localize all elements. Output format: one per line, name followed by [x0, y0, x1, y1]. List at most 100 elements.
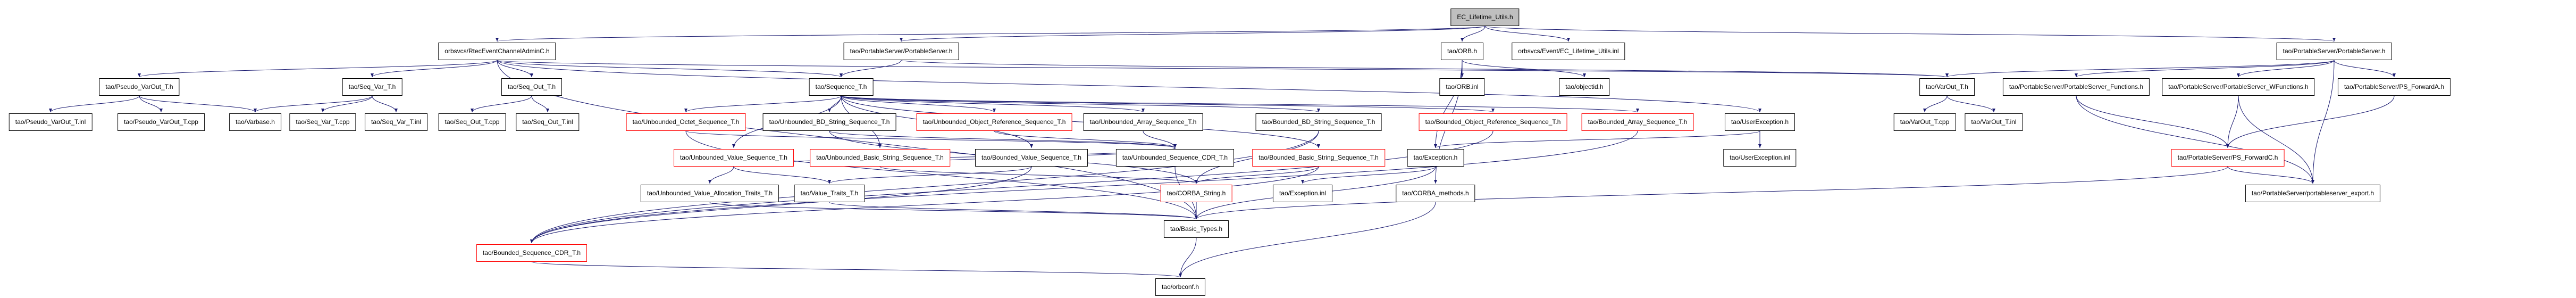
graph-node-tao-unbounded-octet-sequence-t-h[interactable]: tao/Unbounded_Octet_Sequence_T.h	[626, 113, 746, 131]
graph-node-tao-unbounded-value-allocation-traits-t-h[interactable]: tao/Unbounded_Value_Allocation_Traits_T.…	[640, 185, 779, 202]
graph-node-tao-orb-h[interactable]: tao/ORB.h	[1440, 43, 1484, 60]
include-edge	[2334, 60, 2396, 78]
include-edge	[531, 95, 549, 113]
include-edge	[2227, 166, 2314, 184]
graph-node-tao-bounded-value-sequence-t-h[interactable]: tao/Bounded_Value_Sequence_T.h	[975, 149, 1088, 167]
graph-node-tao-varout-t-inl[interactable]: tao/VarOut_T.inl	[1965, 113, 2023, 131]
graph-node-tao-portableserver-portableserver-h[interactable]: tao/PortableServer/PortableServer.h	[843, 43, 959, 60]
graph-node-tao-portableserver-ps-forwardc-h[interactable]: tao/PortableServer/PS_ForwardC.h	[2171, 149, 2285, 167]
include-edge	[684, 95, 842, 113]
graph-node-tao-varout-t-h[interactable]: tao/VarOut_T.h	[1919, 78, 1975, 96]
include-edge	[841, 95, 996, 113]
graph-node-tao-objectid-h[interactable]: tao/objectid.h	[1559, 78, 1610, 96]
include-edge	[1923, 95, 1948, 113]
include-edge	[530, 166, 1032, 244]
include-edge	[828, 166, 1032, 184]
include-edge	[900, 26, 1486, 42]
include-edge	[2226, 95, 2239, 148]
include-edge	[371, 60, 498, 78]
include-edge	[2076, 95, 2314, 184]
include-edge	[708, 166, 734, 184]
include-edge	[841, 95, 1320, 113]
graph-node-tao-portableserver-portableserver-h[interactable]: tao/PortableServer/PortableServer.h	[2276, 43, 2392, 60]
include-edge	[49, 95, 140, 113]
graph-node-tao-unbounded-value-sequence-t-h[interactable]: tao/Unbounded_Value_Sequence_T.h	[674, 149, 794, 167]
graph-node-tao-orbconf-h[interactable]: tao/orbconf.h	[1155, 278, 1206, 296]
graph-node-tao-seq-out-t-inl[interactable]: tao/Seq_Out_T.inl	[516, 113, 580, 131]
graph-node-tao-varout-t-cpp[interactable]: tao/VarOut_T.cpp	[1893, 113, 1956, 131]
graph-node-tao-pseudo-varout-t-h[interactable]: tao/Pseudo_VarOut_T.h	[99, 78, 180, 96]
graph-node-tao-exception-h[interactable]: tao/Exception.h	[1407, 149, 1464, 167]
graph-node-tao-bounded-object-reference-sequence-t-h[interactable]: tao/Bounded_Object_Reference_Sequence_T.…	[1419, 113, 1567, 131]
include-edge	[497, 60, 1761, 113]
include-edge	[841, 95, 1639, 113]
graph-node-orbsvcs-event-ec-lifetime-utils-inl[interactable]: orbsvcs/Event/EC_Lifetime_Utils.inl	[1512, 43, 1625, 60]
graph-node-tao-orb-inl[interactable]: tao/ORB.inl	[1439, 78, 1485, 96]
include-edge	[497, 60, 843, 78]
graph-node-tao-sequence-t-h[interactable]: tao/Sequence_T.h	[809, 78, 874, 96]
include-edge	[497, 60, 1948, 78]
graph-node-tao-bounded-sequence-cdr-t-h[interactable]: tao/Bounded_Sequence_CDR_T.h	[476, 244, 588, 262]
graph-node-tao-value-traits-t-h[interactable]: tao/Value_Traits_T.h	[794, 185, 865, 202]
include-edge	[138, 60, 498, 78]
include-edge	[841, 95, 1145, 113]
graph-node-tao-portableserver-ps-forwarda-h[interactable]: tao/PortableServer/PS_ForwardA.h	[2337, 78, 2451, 96]
include-edge	[841, 95, 1320, 148]
graph-node-tao-pseudo-varout-t-inl[interactable]: tao/Pseudo_VarOut_T.inl	[9, 113, 93, 131]
include-edge	[685, 130, 1177, 148]
graph-node-tao-basic-types-h[interactable]: tao/Basic_Types.h	[1163, 220, 1229, 238]
graph-node-tao-portableserver-portableserver-wfunctions-h[interactable]: tao/PortableServer/PortableServer_WFunct…	[2162, 78, 2315, 96]
include-edge	[685, 130, 1198, 220]
include-edge	[829, 130, 1177, 148]
include-edge	[829, 202, 1198, 220]
graph-node-tao-seq-var-t-cpp[interactable]: tao/Seq_Var_T.cpp	[289, 113, 356, 131]
graph-node-tao-seq-out-t-cpp[interactable]: tao/Seq_Out_T.cpp	[438, 113, 506, 131]
graph-node-tao-seq-var-t-inl[interactable]: tao/Seq_Var_T.inl	[365, 113, 427, 131]
graph-node-tao-bounded-array-sequence-t-h[interactable]: tao/Bounded_Array_Sequence_T.h	[1581, 113, 1694, 131]
graph-node-tao-bounded-basic-string-sequence-t-h[interactable]: tao/Bounded_Basic_String_Sequence_T.h	[1252, 149, 1385, 167]
include-edge	[1195, 166, 2228, 220]
graph-node-tao-unbounded-sequence-cdr-t-h[interactable]: tao/Unbounded_Sequence_CDR_T.h	[1115, 149, 1235, 167]
include-edge	[2237, 60, 2335, 78]
include-edge	[1179, 237, 1197, 278]
include-edge	[497, 60, 533, 78]
include-edge	[372, 95, 398, 113]
graph-node-tao-unbounded-bd-string-sequence-t-h[interactable]: tao/Unbounded_BD_String_Sequence_T.h	[762, 113, 896, 131]
include-edge	[1484, 26, 2336, 42]
include-edge	[1301, 166, 1436, 184]
include-edge	[994, 130, 1177, 148]
graph-node-tao-userexception-inl[interactable]: tao/UserException.inl	[1723, 149, 1797, 167]
include-edge	[2311, 60, 2335, 184]
include-edge	[1434, 60, 1463, 148]
graph-node-tao-unbounded-basic-string-sequence-t-h[interactable]: tao/Unbounded_Basic_String_Sequence_T.h	[810, 149, 950, 167]
include-edge	[531, 261, 1182, 278]
include-edge	[530, 166, 1319, 244]
include-edge	[2075, 60, 2335, 78]
graph-node-tao-bounded-bd-string-sequence-t-h[interactable]: tao/Bounded_BD_String_Sequence_T.h	[1255, 113, 1382, 131]
graph-node-tao-seq-out-t-h[interactable]: tao/Seq_Out_T.h	[501, 78, 563, 96]
graph-node-tao-pseudo-varout-t-cpp[interactable]: tao/Pseudo_VarOut_T.cpp	[118, 113, 205, 131]
include-edge	[1462, 60, 1586, 78]
include-edge	[254, 95, 373, 113]
graph-node-tao-seq-var-t-h[interactable]: tao/Seq_Var_T.h	[342, 78, 402, 96]
graph-node-tao-corba-methods-h[interactable]: tao/CORBA_methods.h	[1396, 185, 1475, 202]
include-edge	[709, 202, 1198, 220]
graph-node-tao-portableserver-portableserver-export-h[interactable]: tao/PortableServer/portableserver_export…	[2245, 185, 2381, 202]
graph-node-tao-varbase-h[interactable]: tao/Varbase.h	[229, 113, 281, 131]
graph-node-tao-exception-inl[interactable]: tao/Exception.inl	[1272, 185, 1333, 202]
include-edge	[1945, 60, 2335, 78]
graph-node-tao-unbounded-array-sequence-t-h[interactable]: tao/Unbounded_Array_Sequence_T.h	[1083, 113, 1203, 131]
graph-node-tao-portableserver-portableserver-functions-h[interactable]: tao/PortableServer/PortableServer_Functi…	[2002, 78, 2150, 96]
include-edge	[1434, 130, 1760, 148]
graph-node-tao-userexception-h[interactable]: tao/UserException.h	[1724, 113, 1795, 131]
include-edge	[1195, 166, 1319, 184]
include-edge	[321, 95, 373, 113]
include-edge	[733, 147, 1177, 167]
graph-node-tao-corba-string-h[interactable]: tao/CORBA_String.h	[1160, 185, 1232, 202]
graph-node-orbsvcs-rteceventchanneladminc-h[interactable]: orbsvcs/RtecEventChannelAdminC.h	[438, 43, 556, 60]
include-edge	[471, 95, 532, 113]
include-edge	[139, 95, 163, 113]
include-edge	[2076, 95, 2229, 148]
graph-node-tao-unbounded-object-reference-sequence-t-h[interactable]: tao/Unbounded_Object_Reference_Sequence_…	[916, 113, 1072, 131]
include-edge	[841, 95, 1495, 113]
